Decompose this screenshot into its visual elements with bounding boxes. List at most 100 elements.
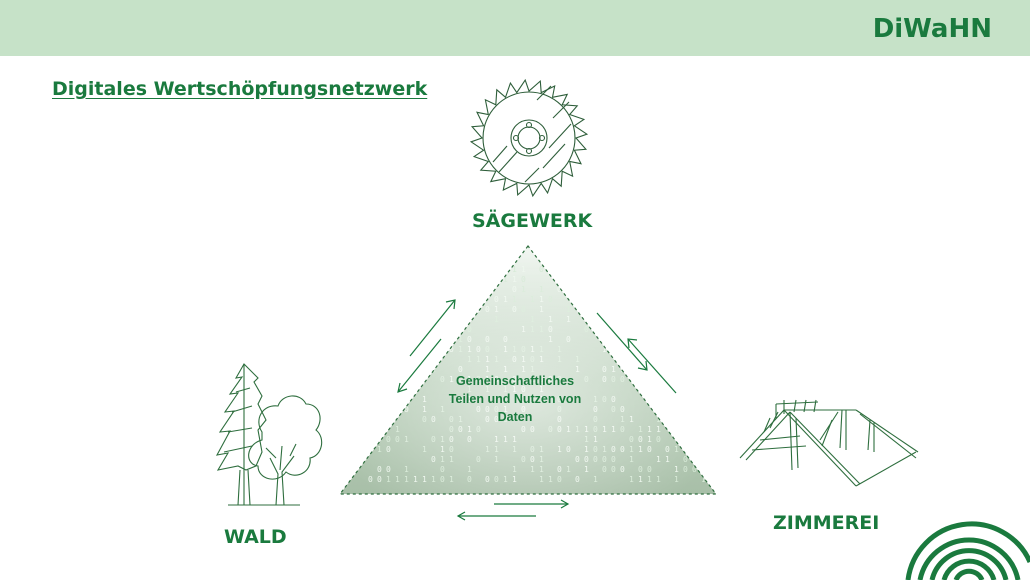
binary-digit: 0	[350, 405, 355, 414]
binary-digit: 0	[647, 325, 652, 334]
binary-digit: 1	[359, 335, 364, 344]
binary-digit: 0	[674, 395, 679, 404]
binary-digit: 0	[638, 295, 643, 304]
binary-digit: 1	[647, 385, 652, 394]
binary-digit: 0	[701, 395, 706, 404]
binary-digit: 0	[656, 295, 661, 304]
binary-digit: 1	[647, 285, 652, 294]
binary-digit: 1	[440, 285, 445, 294]
binary-digit: 0	[431, 255, 436, 264]
binary-digit: 0	[683, 435, 688, 444]
binary-digit: 1	[692, 265, 697, 274]
binary-digit: 0	[665, 245, 670, 254]
binary-digit: 0	[350, 415, 355, 424]
brand-name: DiWaHN	[872, 14, 992, 44]
binary-digit: 1	[350, 305, 355, 314]
binary-digit: 1	[377, 355, 382, 364]
binary-digit: 0	[656, 305, 661, 314]
label-saegewerk: SÄGEWERK	[472, 210, 593, 232]
binary-digit: 0	[656, 395, 661, 404]
binary-digit: 0	[557, 275, 562, 284]
binary-digit: 0	[701, 445, 706, 454]
binary-digit: 1	[368, 415, 373, 424]
binary-digit: 0	[404, 345, 409, 354]
binary-digit: 0	[359, 425, 364, 434]
center-caption-line-3: Daten	[497, 410, 533, 424]
binary-digit: 1	[467, 285, 472, 294]
binary-digit: 0	[422, 305, 427, 314]
binary-digit: 1	[611, 295, 616, 304]
binary-digit: 1	[440, 325, 445, 334]
binary-digit: 1	[440, 245, 445, 254]
binary-digit: 1	[629, 265, 634, 274]
binary-digit: 1	[692, 295, 697, 304]
binary-digit: 0	[458, 315, 463, 324]
binary-digit: 1	[701, 275, 706, 284]
binary-digit: 0	[377, 325, 382, 334]
binary-digit: 0	[476, 295, 481, 304]
binary-digit: 0	[350, 345, 355, 354]
binary-digit: 1	[683, 355, 688, 364]
binary-digit: 0	[701, 255, 706, 264]
binary-digit: 1	[629, 315, 634, 324]
binary-digit: 0	[701, 415, 706, 424]
binary-digit: 0	[647, 395, 652, 404]
binary-digit: 0	[665, 275, 670, 284]
binary-digit: 0	[413, 295, 418, 304]
arrow-wald-zimmerei	[456, 499, 570, 521]
label-wald: WALD	[224, 526, 287, 548]
header-bar	[0, 0, 1030, 56]
binary-digit: 0	[422, 255, 427, 264]
trees-icon	[215, 363, 323, 506]
binary-digit: 0	[647, 315, 652, 324]
binary-digit: 0	[692, 305, 697, 314]
binary-digit: 0	[413, 375, 418, 384]
binary-digit: 1	[395, 295, 400, 304]
binary-digit: 0	[359, 245, 364, 254]
binary-digit: 1	[638, 375, 643, 384]
binary-digit: 0	[413, 305, 418, 314]
binary-digit: 0	[602, 275, 607, 284]
binary-digit: 0	[386, 345, 391, 354]
binary-digit: 1	[422, 265, 427, 274]
binary-digit: 0	[656, 385, 661, 394]
binary-digit: 0	[683, 295, 688, 304]
binary-digit: 1	[620, 255, 625, 264]
binary-digit: 1	[404, 315, 409, 324]
binary-digit: 1	[377, 405, 382, 414]
binary-digit: 0	[368, 365, 373, 374]
binary-digit: 0	[404, 395, 409, 404]
binary-digit: 1	[638, 305, 643, 314]
binary-digit: 0	[494, 265, 499, 274]
center-caption-line-2: Teilen und Nutzen von	[448, 392, 582, 406]
saw-blade-icon	[469, 78, 589, 198]
concentric-arches-logo	[905, 521, 1030, 580]
binary-digit: 0	[368, 335, 373, 344]
binary-digit: 1	[503, 245, 508, 254]
binary-digit: 0	[422, 245, 427, 254]
binary-digit: 0	[359, 405, 364, 414]
binary-digit: 0	[386, 355, 391, 364]
binary-digit: 0	[548, 255, 553, 264]
binary-digit: 1	[386, 275, 391, 284]
binary-digit: 0	[422, 315, 427, 324]
binary-digit: 0	[359, 415, 364, 424]
binary-digit: 0	[620, 275, 625, 284]
binary-digit: 1	[395, 375, 400, 384]
binary-digit: 0	[683, 275, 688, 284]
binary-digit: 0	[701, 355, 706, 364]
binary-digit: 1	[350, 435, 355, 444]
binary-digit: 1	[683, 345, 688, 354]
binary-digit: 0	[674, 335, 679, 344]
data-triangle: 0100100000001100110011000010011100000110…	[338, 245, 718, 495]
binary-digit: 1	[494, 245, 499, 254]
binary-digit: 1	[368, 305, 373, 314]
binary-digit: 0	[359, 355, 364, 364]
binary-digit: 1	[656, 285, 661, 294]
binary-digit: 0	[350, 395, 355, 404]
binary-digit: 1	[359, 265, 364, 274]
binary-digit: 0	[359, 305, 364, 314]
binary-digit: 0	[602, 255, 607, 264]
binary-digit: 0	[629, 285, 634, 294]
binary-digit: 1	[683, 335, 688, 344]
